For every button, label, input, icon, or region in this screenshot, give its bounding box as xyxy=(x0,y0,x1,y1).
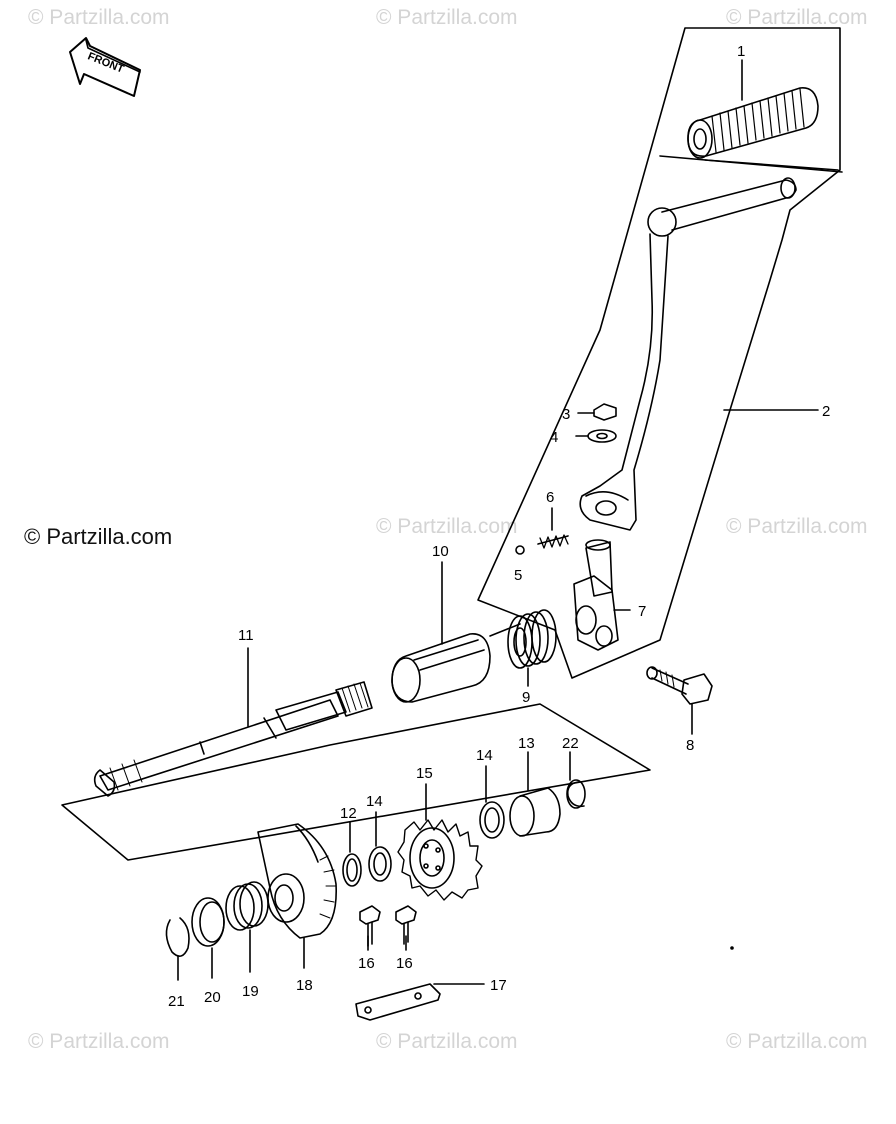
part-1-pedal-rubber xyxy=(687,87,819,159)
front-arrow-icon xyxy=(69,37,141,97)
svg-text:15: 15 xyxy=(416,765,433,782)
part-20-washer xyxy=(191,897,225,979)
watermark: © Partzilla.com xyxy=(28,1030,170,1053)
part-5-ball xyxy=(515,545,525,555)
svg-text:14: 14 xyxy=(366,793,383,810)
part-21-circlip xyxy=(165,917,190,981)
svg-text:3: 3 xyxy=(562,406,570,423)
svg-text:12: 12 xyxy=(340,805,357,822)
part-22-circlip xyxy=(566,751,586,809)
svg-text:18: 18 xyxy=(296,977,313,994)
part-4-washer xyxy=(575,429,617,443)
svg-text:22: 22 xyxy=(562,735,579,752)
svg-text:11: 11 xyxy=(238,627,254,644)
part-10-guide xyxy=(391,561,491,703)
watermark: © Partzilla.com xyxy=(726,6,868,29)
part-9-spring xyxy=(489,609,557,687)
watermark: © Partzilla.com xyxy=(376,6,518,29)
part-12-circlip xyxy=(342,821,362,887)
part-16-bolt-right xyxy=(395,905,417,951)
part-11-kick-shaft xyxy=(93,647,373,797)
part-17-plate xyxy=(355,983,485,1021)
svg-text:14: 14 xyxy=(476,747,493,764)
svg-text:16: 16 xyxy=(396,955,413,972)
part-7-kick-boss xyxy=(573,539,631,651)
svg-text:2: 2 xyxy=(822,403,830,420)
watermark-main: © Partzilla.com xyxy=(24,524,173,549)
watermark: © Partzilla.com xyxy=(376,515,518,538)
svg-text:6: 6 xyxy=(546,489,554,506)
svg-text:21: 21 xyxy=(168,993,185,1010)
part-3-nut xyxy=(577,403,617,421)
upper-assembly-outline xyxy=(477,27,841,679)
lower-assembly-outline xyxy=(61,703,651,861)
part-6-spring xyxy=(537,507,569,549)
part-14-washer-right xyxy=(479,765,505,839)
svg-text:13: 13 xyxy=(518,735,535,752)
svg-text:5: 5 xyxy=(514,567,522,584)
part-19-spring xyxy=(225,881,269,973)
part-13-collar xyxy=(509,751,561,837)
part-labels: 1 2 3 4 5 6 7 8 9 10 11 12 13 14 14 15 1… xyxy=(86,43,830,1010)
watermark: © Partzilla.com xyxy=(376,1030,518,1053)
part-8-bolt xyxy=(646,666,713,735)
part-2-kick-lever xyxy=(579,177,797,531)
svg-text:4: 4 xyxy=(550,429,558,446)
svg-text:8: 8 xyxy=(686,737,694,754)
watermark: © Partzilla.com xyxy=(28,6,170,29)
svg-text:17: 17 xyxy=(490,977,507,994)
svg-text:9: 9 xyxy=(522,689,530,706)
svg-text:16: 16 xyxy=(358,955,375,972)
watermark: © Partzilla.com xyxy=(726,515,868,538)
svg-text:7: 7 xyxy=(638,603,646,620)
svg-text:10: 10 xyxy=(432,543,449,560)
watermark: © Partzilla.com xyxy=(726,1030,868,1053)
part-15-kick-gear xyxy=(397,783,483,901)
part-16-bolt-left xyxy=(359,905,381,951)
part-14-washer-left xyxy=(368,811,392,882)
svg-text:19: 19 xyxy=(242,983,259,1000)
part-18-ratchet xyxy=(257,823,337,969)
svg-text:1: 1 xyxy=(737,43,745,60)
svg-text:20: 20 xyxy=(204,989,221,1006)
